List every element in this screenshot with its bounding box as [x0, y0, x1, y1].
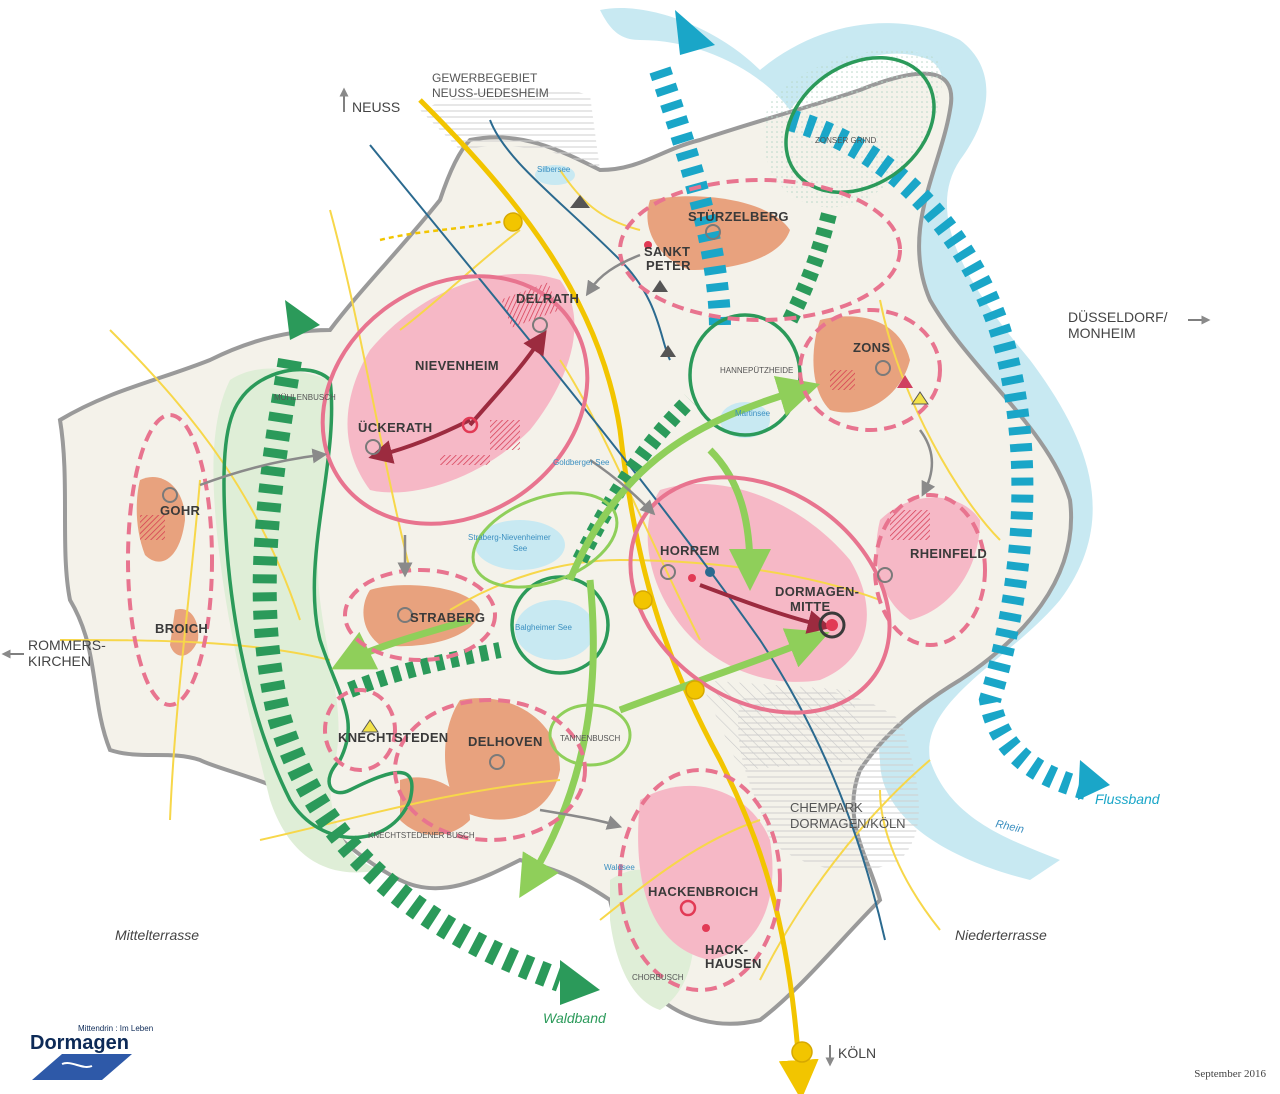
waldband-arrow-bottom — [560, 960, 600, 1005]
label-horrem: HORREM — [660, 543, 720, 558]
area-labels: MÜHLENBUSCH KNECHTSTEDENER BUSCH TANNENB… — [274, 136, 877, 982]
green-corridors — [347, 208, 838, 698]
grey-links — [199, 253, 936, 830]
town-center-markers — [162, 224, 893, 770]
district-labels: DELRATH NIEVENHEIM ÜCKERATH GOHR BROICH … — [155, 209, 987, 971]
label-knechtsteden: KNECHTSTEDEN — [338, 730, 449, 745]
label-ueckerath: ÜCKERATH — [358, 420, 432, 435]
light-green-connectors — [331, 375, 830, 899]
label-hackhausen-2: HAUSEN — [705, 956, 762, 971]
label-chorbusch: CHORBUSCH — [632, 973, 684, 982]
direction-labels: NEUSS KÖLN DÜSSELDORF/ MONHEIM ROMMERS- … — [1, 87, 1211, 1067]
horrem-dot — [688, 574, 696, 582]
waldband-band — [252, 358, 565, 992]
label-gohr: GOHR — [160, 503, 201, 518]
label-tannenbusch: TANNENBUSCH — [560, 734, 621, 743]
lakes — [475, 165, 770, 660]
warning-triangle-zons — [911, 391, 929, 405]
flussband-arrow-bottom — [1078, 760, 1110, 800]
dormagen-center-dot — [826, 619, 838, 631]
rail-line-main — [418, 98, 819, 1094]
label-waldsee: Waldsee — [604, 863, 635, 872]
label-gewerbe-2: NEUSS-UEDESHEIM — [432, 86, 549, 100]
tram-line — [369, 144, 886, 941]
label-muehlenbusch: MÜHLENBUSCH — [274, 393, 336, 402]
label-gewerbe-1: GEWERBEGEBIET — [432, 71, 538, 85]
logo-name: Dormagen — [30, 1032, 129, 1054]
poi-triangle-zons — [897, 375, 913, 388]
station-markers — [503, 212, 813, 1063]
rail-branch — [379, 218, 511, 242]
label-straberg: STRABERG — [410, 610, 485, 625]
label-waldband: Waldband — [543, 1010, 607, 1026]
label-dormagen-mitte-1: DORMAGEN- — [775, 584, 859, 599]
label-rommerskirchen-1: ROMMERS- — [28, 637, 106, 653]
ueckerath-marker — [461, 416, 479, 434]
label-balgheimer-see: Balgheimer See — [515, 623, 572, 632]
region-labels: GEWERBEGEBIET NEUSS-UEDESHEIM CHEMPARK D… — [115, 71, 1047, 943]
poi-triangle-sankt-peter — [652, 280, 668, 292]
label-stuerzelberg: STÜRZELBERG — [688, 209, 789, 224]
date-label: September 2016 — [1194, 1068, 1266, 1080]
gewerbegebiet-zone — [420, 87, 600, 170]
label-nievenheim: NIEVENHEIM — [415, 358, 499, 373]
label-koeln: KÖLN — [838, 1044, 876, 1061]
flussband-arrow-top — [675, 10, 715, 55]
inner-connections — [368, 330, 832, 634]
forest-area-west — [213, 368, 380, 873]
label-silbersee: Silbersee — [537, 165, 571, 174]
label-niederterrasse: Niederterrasse — [955, 927, 1047, 943]
label-hannepuetzheide: HANNEPÜTZHEIDE — [720, 366, 793, 375]
tram-stop — [705, 567, 715, 577]
label-straberg-see-2: See — [513, 544, 528, 553]
label-martinsee: Martinsee — [735, 409, 771, 418]
label-sankt-peter-2: PETER — [646, 258, 691, 273]
label-rheinfeld: RHEINFELD — [910, 546, 987, 561]
label-goldberger-see: Goldberger See — [553, 458, 610, 467]
label-zons: ZONS — [853, 340, 890, 355]
label-rommerskirchen-2: KIRCHEN — [28, 653, 91, 669]
waldband-arrow-top — [285, 300, 320, 340]
label-rhein: Rhein — [994, 818, 1025, 836]
warning-triangle-knechtsteden — [361, 719, 379, 733]
label-hackenbroich: HACKENBROICH — [648, 884, 759, 899]
label-dormagen-mitte-2: MITTE — [790, 599, 831, 614]
sankt-peter-dot — [644, 241, 652, 249]
label-mittelterrasse: Mittelterrasse — [115, 927, 199, 943]
label-zonser-grind: ZONSER GRIND — [815, 136, 877, 145]
label-monheim: MONHEIM — [1068, 325, 1136, 341]
label-delrath: DELRATH — [516, 291, 579, 306]
label-chempark-2: DORMAGEN/KÖLN — [790, 816, 906, 831]
tram-branch — [489, 119, 671, 361]
label-broich: BROICH — [155, 621, 208, 636]
dormagen-logo: Mittendrin : Im Leben Dormagen — [22, 1022, 153, 1082]
label-straberg-see-1: Straberg-Nievenheimer — [468, 533, 551, 542]
poi-triangle-north — [660, 345, 676, 357]
label-delhoven: DELHOVEN — [468, 734, 543, 749]
label-flussband: Flussband — [1095, 791, 1161, 807]
label-duesseldorf-1: DÜSSELDORF/ — [1068, 308, 1168, 325]
flussband-band — [649, 66, 1093, 801]
water-labels: Silbersee Goldberger See Straberg-Nieven… — [468, 165, 1025, 872]
label-hackhausen-1: HACK- — [705, 942, 748, 957]
label-knechtstedener-busch: KNECHTSTEDENER BUSCH — [368, 831, 475, 840]
label-sankt-peter-1: SANKT — [644, 244, 690, 259]
poi-triangle-silbersee — [570, 195, 590, 208]
hackenbroich-marker — [679, 899, 697, 917]
logo-tagline: Mittendrin : Im Leben — [78, 1024, 154, 1033]
label-neuss: NEUSS — [352, 99, 400, 115]
dormagen-center-marker — [818, 611, 846, 639]
label-chempark-1: CHEMPARK — [790, 800, 863, 815]
hackhausen-dot — [702, 924, 710, 932]
